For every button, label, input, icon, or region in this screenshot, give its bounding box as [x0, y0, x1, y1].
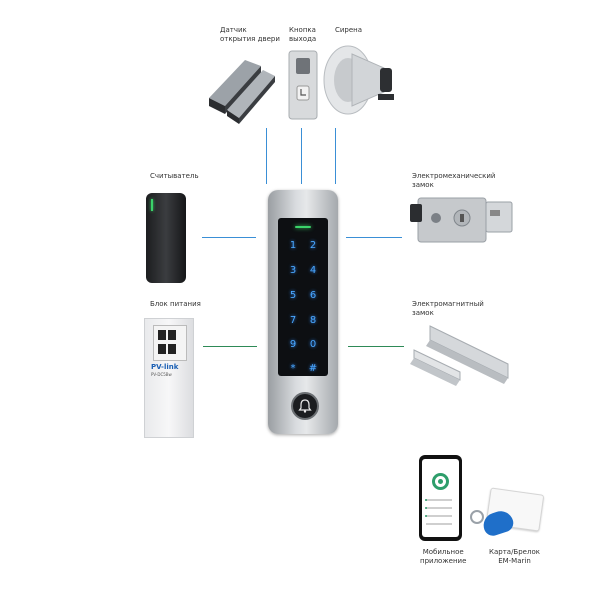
touch-panel: 1 2 3 4 5 6 7 8 9 0 * #	[278, 218, 328, 376]
psu-terminal-block	[153, 325, 187, 361]
siren-connector	[335, 128, 336, 184]
key-7[interactable]: 7	[289, 315, 297, 326]
siren-icon	[323, 45, 394, 115]
power-supply-connector	[203, 346, 257, 347]
key-6[interactable]: 6	[309, 290, 317, 301]
status-led	[295, 226, 311, 228]
phone-screen	[422, 459, 459, 537]
psu-model: PV-DC5Bw	[151, 372, 172, 377]
siren-label: Сирена	[335, 26, 363, 34]
key-5[interactable]: 5	[289, 290, 297, 301]
reader-label: Считыватель	[150, 172, 199, 180]
key-9[interactable]: 9	[289, 339, 297, 350]
key-star[interactable]: *	[290, 363, 296, 374]
doorbell-button[interactable]	[291, 392, 319, 420]
app-status-ring	[432, 473, 449, 490]
key-4[interactable]: 4	[309, 265, 317, 276]
psu-brand: PV-link	[151, 363, 179, 371]
fob-keyring	[470, 510, 484, 524]
key-3[interactable]: 3	[289, 265, 297, 276]
key-hash[interactable]: #	[308, 363, 318, 374]
door-sensor-icon	[209, 60, 275, 124]
keypad-controller: 1 2 3 4 5 6 7 8 9 0 * #	[268, 190, 338, 434]
power-supply: PV-link PV-DC5Bw	[144, 318, 194, 438]
key-2[interactable]: 2	[309, 240, 317, 251]
electromech-lock-connector	[346, 237, 402, 238]
reader-connector	[202, 237, 256, 238]
door-sensor-connector	[266, 128, 267, 184]
electromag-lock-connector	[348, 346, 404, 347]
mobile-phone	[419, 455, 462, 541]
electromag-lock-icon	[410, 325, 509, 386]
card-reader	[146, 193, 186, 283]
key-1[interactable]: 1	[289, 240, 297, 251]
electromech-lock-icon	[410, 197, 513, 243]
exit-button-icon	[288, 50, 318, 120]
power-supply-label: Блок питания	[150, 300, 201, 308]
key-0[interactable]: 0	[309, 339, 317, 350]
key-8[interactable]: 8	[309, 315, 317, 326]
exit-button-connector	[301, 128, 302, 184]
bell-icon	[298, 399, 312, 413]
